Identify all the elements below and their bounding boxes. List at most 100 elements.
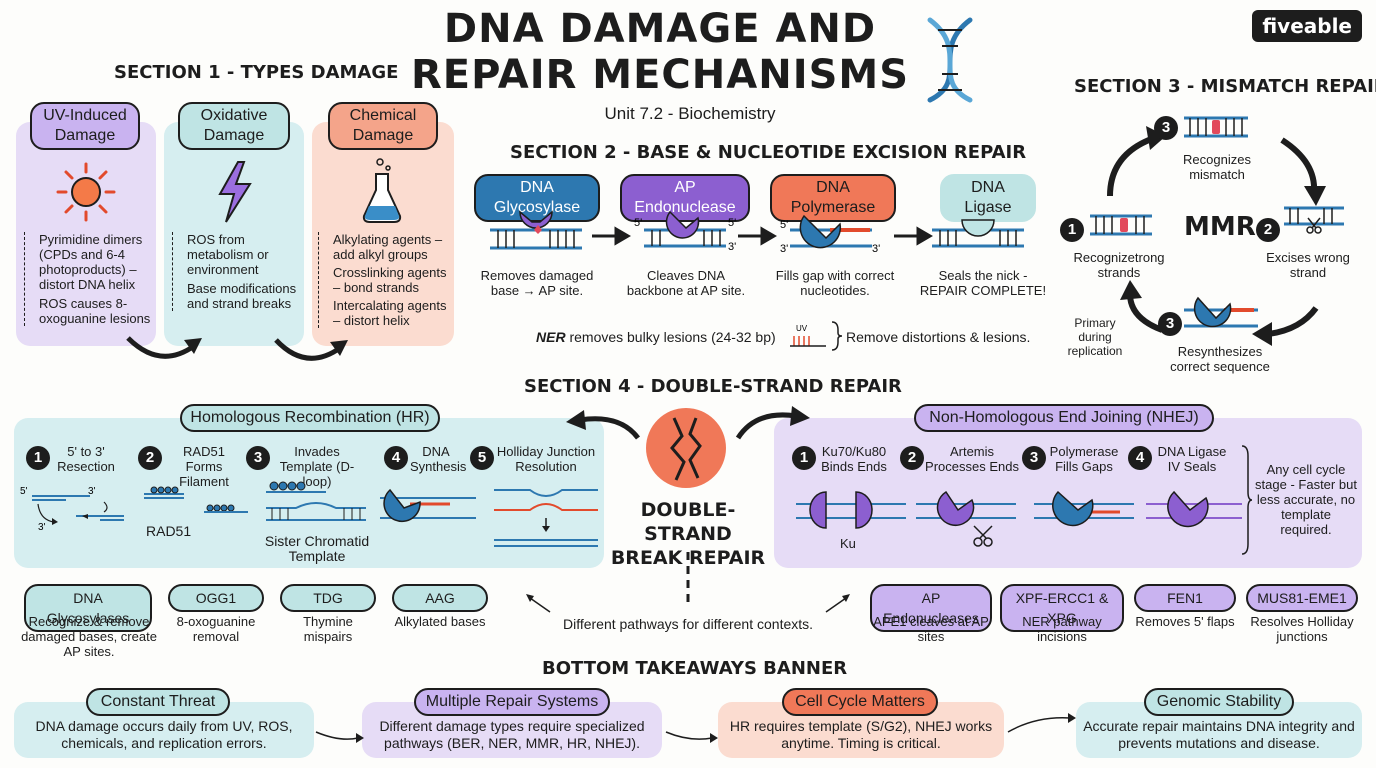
dsb-arrows (566, 406, 810, 440)
section1-heading: SECTION 1 - TYPES DAMAGE (114, 62, 399, 83)
title-line-2: REPAIR MECHANISMS (410, 52, 910, 98)
hr-num-1: 1 (26, 446, 50, 470)
enzyme-aag-desc: Alkylated bases (394, 614, 486, 629)
dsb-icon (646, 408, 726, 488)
takeaway-arrows (315, 713, 1076, 743)
chemical-card (312, 122, 454, 346)
artemis-dna (916, 490, 1016, 547)
ber-step2-dna: 5' 5' 3' (634, 210, 736, 253)
uv-label: UV (796, 324, 808, 333)
enzyme-ap-endonucleases-desc: APE1 cleaves at AP sites (873, 614, 989, 644)
hr-3-label-b: 3' (38, 522, 46, 533)
ber-step4-dna (932, 219, 1024, 248)
nhej-brace (1241, 445, 1253, 555)
ku-label: Ku (840, 536, 856, 551)
rad51-label: RAD51 (146, 523, 192, 539)
enzyme-tdg-desc: Thymine mispairs (303, 614, 353, 644)
mmr-note: Primary during replication (1067, 316, 1123, 358)
takeaway-text-4: Accurate repair maintains DNA integrity … (1083, 718, 1355, 751)
ap-endonuclease-pill: AP Endonuclease (620, 174, 750, 222)
ber-arrows (592, 226, 933, 246)
section4-heading: SECTION 4 - DOUBLE-STRAND REPAIR (524, 376, 902, 397)
enzyme-fen1-desc: Removes 5' flaps (1135, 614, 1235, 629)
dna-helix-icon (927, 17, 973, 103)
uv-lesion-icon: UV (790, 324, 826, 347)
enzyme-glycosylases-desc: Recognize & remove damaged bases, create… (21, 614, 157, 659)
enzyme-fen1: FEN1 (1134, 584, 1236, 612)
ber-step3-dna: 5' 3' 3' (780, 214, 880, 255)
hr-step-3: Invades Template (D-loop) (279, 444, 355, 489)
mmr-step-right-text: Excises wrong strand (1266, 250, 1350, 280)
enzyme-glycosylases: DNA Glycosylases (24, 584, 152, 632)
polymerase-desc: Fills gap with correct nucleotides. (775, 268, 895, 298)
polymerase-nhej-dna (1034, 490, 1134, 527)
hr-num-5: 5 (470, 446, 494, 470)
enzyme-tdg: TDG (280, 584, 376, 612)
oxidative-title: Oxidative Damage (178, 102, 290, 150)
enzyme-xpf-desc: NER pathway incisions (1022, 614, 1102, 644)
nhej-num-2: 2 (900, 446, 924, 470)
page-title: DNA DAMAGE AND REPAIR MECHANISMS (380, 6, 940, 98)
mmr-cycle-arrows (1107, 126, 1326, 346)
enzyme-mus81: MUS81-EME1 (1246, 584, 1358, 612)
mmr-step-num-bottom: 3 (1158, 312, 1182, 336)
strand-5-label: 5' (634, 217, 642, 229)
title-line-1: DNA DAMAGE AND (443, 6, 877, 52)
hr-num-4: 4 (384, 446, 408, 470)
section2-heading: SECTION 2 - BASE & NUCLEOTIDE EXCISION R… (510, 142, 1027, 163)
chemical-title: Chemical Damage (328, 102, 438, 150)
hr-step-2: RAD51 Forms Filament (179, 444, 229, 489)
chemical-bullets: Alkylating agents – add alkyl groups Cro… (318, 232, 450, 328)
brand-logo: fiveable (1252, 10, 1362, 42)
takeaways-heading: BOTTOM TAKEAWAYS BANNER (542, 658, 848, 679)
nhej-num-3: 3 (1022, 446, 1046, 470)
hr-3-label: 3' (88, 486, 96, 497)
flask-icon (362, 158, 402, 223)
enzyme-ogg1: OGG1 (168, 584, 264, 612)
mmr-center: MMR (1184, 212, 1256, 242)
mismatch-dna-bottom (1184, 296, 1258, 328)
mmr-step-bottom-text: Resynthesizes correct sequence (1170, 344, 1270, 374)
mmr-step-num-top: 3 (1154, 116, 1178, 140)
ligase-iv-dna (1146, 490, 1242, 528)
ligase-desc: Seals the nick - REPAIR COMPLETE! (919, 268, 1047, 298)
mmr-step-num-right: 2 (1256, 218, 1280, 242)
section3-heading: SECTION 3 - MISMATCH REPAIR (1074, 76, 1376, 97)
lightning-icon (218, 161, 252, 223)
rad51-filament (144, 486, 248, 513)
oxidative-card (164, 122, 304, 346)
ner-text: NER removes bulky lesions (24-32 bp) (536, 329, 776, 345)
enzyme-ap-endonucleases: AP Endonucleases (870, 584, 992, 632)
mmr-step-left-text: Recognizetrong strands (1073, 250, 1165, 280)
mmr-step-num-left: 1 (1060, 218, 1084, 242)
mmr-step-top-text: Recognizes mismatch (1183, 152, 1251, 182)
takeaway-text-2: Different damage types require specializ… (379, 718, 645, 751)
polymerase-pill: DNA Polymerase (770, 174, 896, 222)
mismatch-dna-left (1090, 214, 1152, 236)
hr-num-3: 3 (246, 446, 270, 470)
chemical-bullet-1: Alkylating agents – add alkyl groups (333, 232, 443, 262)
uv-bullet-2: ROS causes 8-oxoguanine lesions (39, 296, 151, 326)
center-connector (526, 552, 850, 613)
glycosylase-pill: DNA Glycosylase (474, 174, 600, 222)
enzyme-xpf: XPF-ERCC1 & XPG (1000, 584, 1124, 632)
nhej-num-1: 1 (792, 446, 816, 470)
uv-bullet-1: Pyrimidine dimers (CPDs and 6-4 photopro… (39, 232, 143, 292)
oxidative-bullet-1: ROS from metabolism or environment (187, 232, 269, 277)
nhej-step-4: DNA Ligase IV Seals (1157, 444, 1227, 474)
enzyme-mus81-desc: Resolves Holliday junctions (1250, 614, 1354, 644)
ber-step1-dna (490, 210, 582, 250)
chemical-bullet-3: Intercalating agents – distort helix (333, 298, 447, 328)
takeaway-title-2: Multiple Repair Systems (414, 688, 610, 716)
nhej-title: Non-Homologous End Joining (NHEJ) (914, 404, 1214, 432)
sun-icon (56, 162, 116, 222)
hr-title: Homologous Recombination (HR) (180, 404, 440, 432)
nhej-step-3: Polymerase Fills Gaps (1049, 444, 1119, 474)
strand-3-label-r: 3' (728, 241, 736, 253)
chemical-bullet-2: Crosslinking agents – bond strands (333, 265, 447, 295)
strand-3-label-2: 3' (780, 243, 788, 255)
strand-5-label-2: 5' (780, 219, 788, 231)
takeaway-title-4: Genomic Stability (1144, 688, 1294, 716)
uv-card (16, 122, 156, 346)
hr-step-1: 5' to 3' Resection (57, 444, 115, 474)
